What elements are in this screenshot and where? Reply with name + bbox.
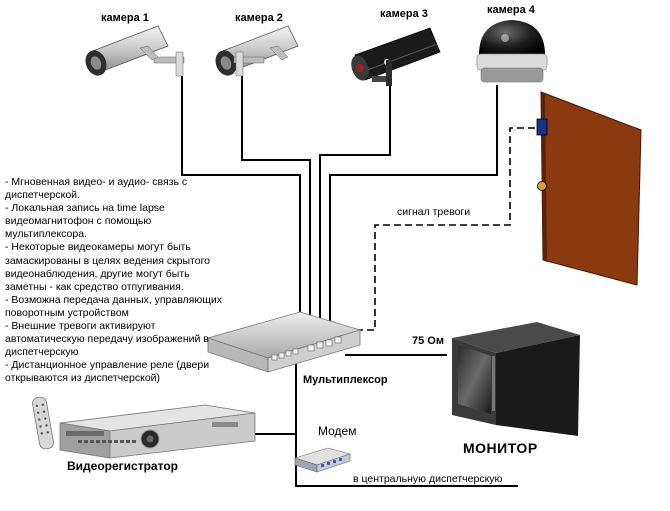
- feature-line: - Мгновенная видео- и аудио- связь с: [5, 176, 188, 188]
- feature-line: - Некоторые видеокамеры могут быть: [5, 241, 191, 254]
- camera-2-label: камера 2: [235, 12, 283, 24]
- wiring: [181, 75, 518, 487]
- feature-line: диспетчерскую: [5, 346, 79, 359]
- door: [540, 91, 642, 286]
- video-recorder-icon: [59, 404, 256, 459]
- feature-line: автоматическую передачу изображений в: [5, 333, 209, 346]
- remote-control-icon: [32, 396, 54, 450]
- monitor-icon: [452, 322, 580, 436]
- camera-3-icon: [351, 27, 441, 86]
- feature-line: видеомагнитофон с помощью: [5, 215, 152, 228]
- camera-1-icon: [85, 25, 185, 77]
- feature-line: мультиплексора.: [5, 228, 87, 241]
- alarm-signal-label: сигнал тревоги: [397, 206, 471, 218]
- feature-line: - Внешние тревоги активируют: [5, 320, 156, 333]
- modem-icon: [293, 447, 352, 473]
- door-handle-icon: [537, 181, 547, 191]
- video-recorder-label: Видеорегистратор: [67, 459, 178, 473]
- feature-list: - Мгновенная видео- и аудио- связь с дис…: [5, 176, 267, 386]
- camera-2-icon: [215, 25, 299, 77]
- central-dispatch-label: в центральную диспетчерскую: [353, 473, 503, 485]
- feature-line: - Дистанционное управление реле (двери: [5, 359, 210, 372]
- feature-line: открываются из диспетчерской): [5, 372, 161, 385]
- feature-line: диспетчерской.: [5, 189, 80, 202]
- alarm-wire: [345, 127, 538, 331]
- multiplexer-label: Мультиплексор: [303, 374, 388, 386]
- camera-4-icon: [476, 20, 548, 83]
- camera-1-label: камера 1: [101, 12, 149, 24]
- feature-line: замаскированы в целях ведения скрытого: [5, 254, 211, 267]
- multiplexer-icon: [206, 311, 362, 373]
- camera-4-label: камера 4: [487, 4, 535, 16]
- feature-line: заметны - как средство отпугивания.: [5, 280, 184, 293]
- feature-line: поворотным устройством: [5, 306, 129, 319]
- door-sensor-icon: [536, 118, 548, 136]
- feature-line: видеонаблюдения, другие могут быть: [5, 267, 190, 280]
- feature-line: - Локальная запись на time lapse: [5, 202, 165, 215]
- modem-label: Модем: [318, 424, 357, 438]
- monitor-label: МОНИТОР: [463, 440, 538, 456]
- camera-3-label: камера 3: [380, 8, 428, 20]
- feature-line: - Возможна передача данных, управляющих: [5, 293, 222, 306]
- impedance-label: 75 Ом: [412, 335, 444, 347]
